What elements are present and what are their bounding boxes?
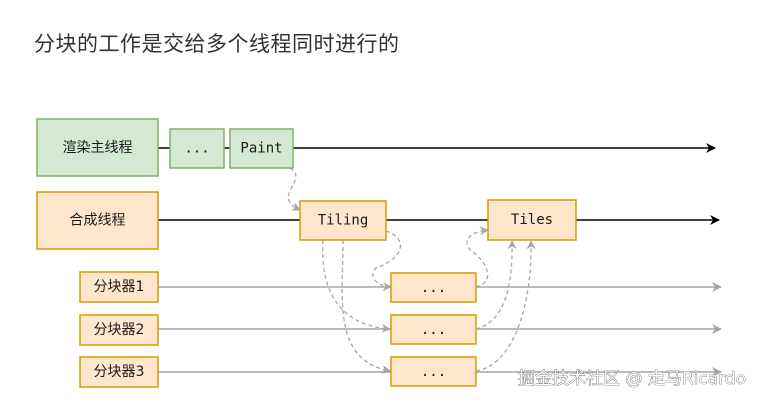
worker3-to-tiles-connector xyxy=(475,240,536,372)
rasterizer-3-task-label: ... xyxy=(421,364,446,380)
main-ellipsis-task xyxy=(169,128,225,169)
tiles-task xyxy=(487,199,577,241)
rasterizer-3-task xyxy=(390,356,477,387)
worker2-to-tiles-connector xyxy=(475,240,517,330)
paint-to-tiling-connector xyxy=(287,167,301,211)
page-title: 分块的工作是交给多个线程同时进行的 xyxy=(34,32,400,56)
rasterizer-2-label: 分块器2 xyxy=(94,322,145,338)
compositor-thread-label: 合成线程 xyxy=(70,213,126,229)
paint-task-label: Paint xyxy=(240,141,282,157)
watermark: 掘金技术社区 @ 走马Ricardo xyxy=(518,369,746,389)
main-thread-box xyxy=(36,118,159,177)
rasterizer-2-task-label: ... xyxy=(421,322,446,338)
main-thread-label: 渲染主线程 xyxy=(63,140,133,156)
tiling-to-worker1-connector xyxy=(372,230,402,291)
tiling-task xyxy=(299,200,387,241)
rasterizer-2-task xyxy=(390,314,477,345)
worker1-to-tiles-connector xyxy=(466,226,489,288)
tiles-task-label: Tiles xyxy=(511,212,553,228)
paint-task xyxy=(229,128,294,169)
rasterizer-1-label: 分块器1 xyxy=(94,279,145,295)
compositor-thread-box xyxy=(36,191,159,250)
tiling-to-worker2-connector xyxy=(321,239,391,333)
tiling-to-worker3-connector xyxy=(341,239,391,374)
rasterizer-1-task-label: ... xyxy=(421,280,446,296)
rasterizer-2-box xyxy=(79,314,159,346)
rasterizer-3-box xyxy=(79,356,159,388)
main-ellipsis-task-label: ... xyxy=(184,141,209,157)
rasterizer-3-label: 分块器3 xyxy=(94,364,145,380)
tiling-task-label: Tiling xyxy=(318,213,369,229)
rasterizer-1-task xyxy=(390,272,477,303)
rasterizer-1-box xyxy=(79,271,159,303)
